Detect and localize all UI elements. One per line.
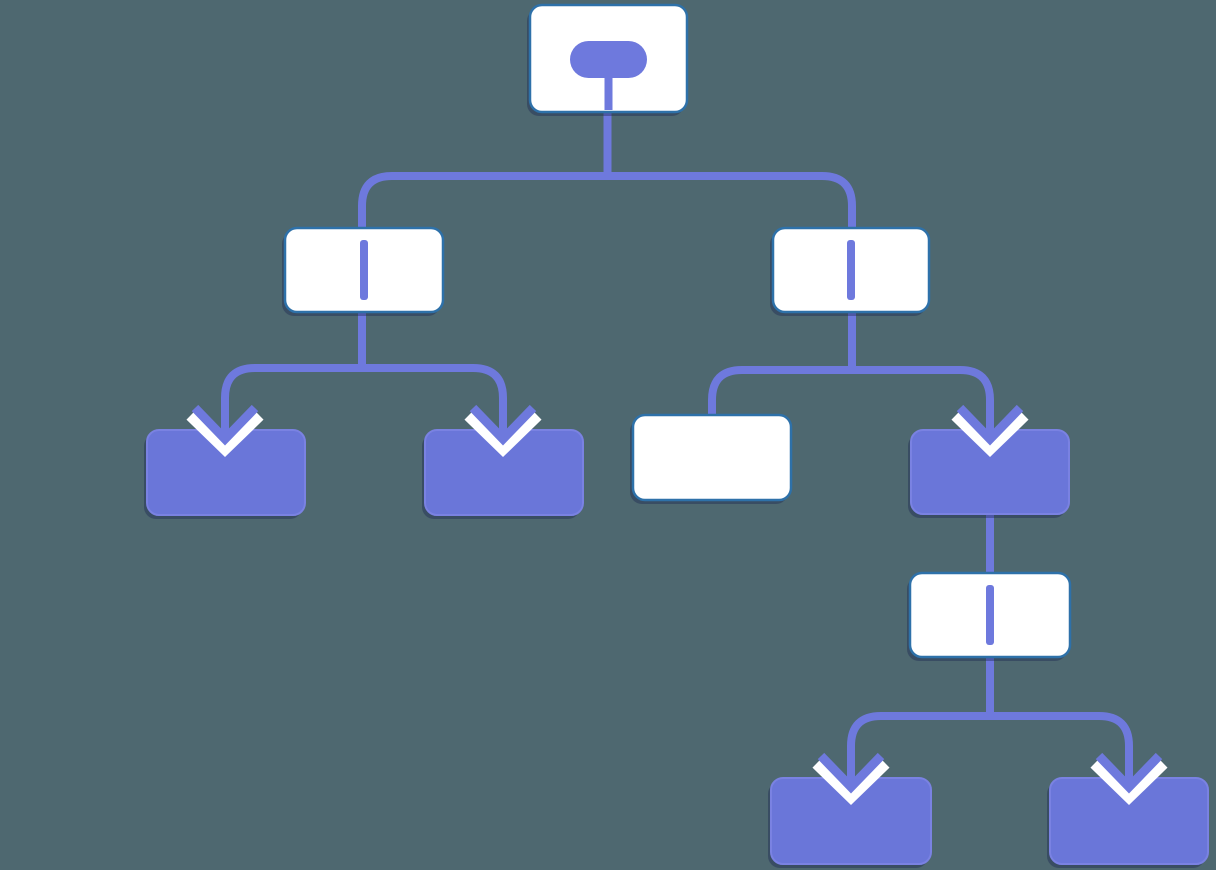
node-action-2[interactable] [422,429,584,519]
chevron-white [951,410,1029,458]
connector [847,655,1133,753]
node-condition-1[interactable] [282,226,445,316]
pill-with-stem-icon [570,41,647,78]
pill-stem [604,71,613,110]
chevron-white [1090,758,1168,806]
node-action-4[interactable] [768,777,932,868]
chevron-white [186,410,264,458]
double-chevron-down-arrow-icon [464,402,542,458]
chevron-white [812,758,890,806]
node-root[interactable] [527,3,689,116]
node-action-3[interactable] [908,429,1070,518]
node-condition-2[interactable] [770,226,931,316]
double-chevron-down-arrow-icon [951,402,1029,458]
node-action-1[interactable] [144,429,306,519]
connector [708,310,994,422]
node-condition-3[interactable] [907,571,1072,661]
chevron-white [464,410,542,458]
chevron-purple [1095,752,1163,794]
connector [358,110,856,232]
chevron-purple [956,404,1024,446]
chevron-purple [191,404,259,446]
node-placeholder[interactable] [630,413,793,504]
vertical-bar-icon [847,240,855,300]
connector [221,310,507,406]
chevron-purple [469,404,537,446]
double-chevron-down-arrow-icon [1090,750,1168,806]
node-action-5[interactable] [1047,777,1209,868]
double-chevron-down-arrow-icon [812,750,890,806]
double-chevron-down-arrow-icon [186,402,264,458]
chevron-purple [817,752,885,794]
vertical-bar-icon [986,585,994,645]
vertical-bar-icon [360,240,368,300]
node-body[interactable] [631,413,793,502]
